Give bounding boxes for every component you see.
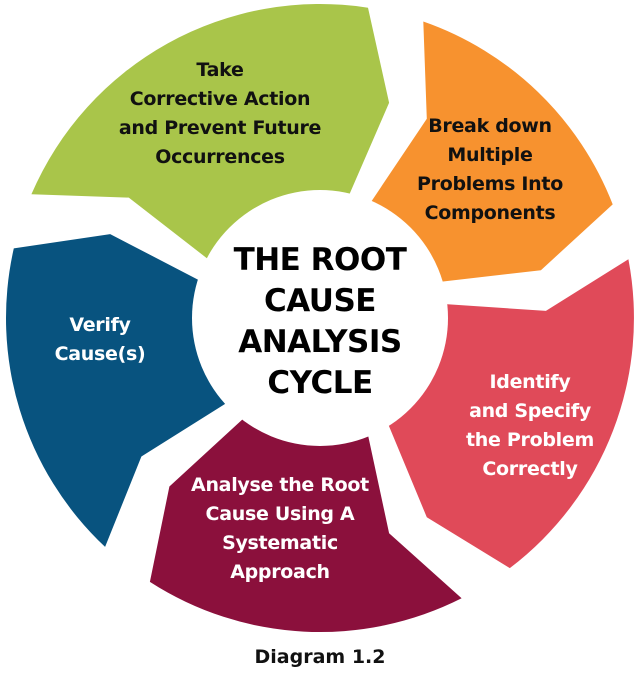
step-corrective-action-label: Take Corrective Action and Prevent Futur…	[100, 56, 340, 172]
label-line: Occurrences	[155, 146, 285, 168]
segment-break-down	[348, 21, 613, 287]
segment-analyse	[149, 392, 462, 633]
label-line: Corrective Action	[129, 88, 311, 110]
label-line: Verify	[69, 314, 131, 336]
label-line: Multiple	[447, 144, 533, 166]
label-line: Approach	[230, 561, 330, 583]
center-title-line: THE ROOT	[233, 242, 407, 278]
label-line: the Problem	[466, 429, 594, 451]
label-line: Correctly	[482, 458, 578, 480]
label-line: Components	[424, 202, 556, 224]
label-line: Identify	[489, 371, 571, 393]
cycle-ring	[5, 4, 634, 633]
center-title: THE ROOT CAUSE ANALYSIS CYCLE	[190, 240, 450, 404]
diagram-caption: Diagram 1.2	[254, 646, 386, 668]
label-line: Cause Using A	[205, 503, 355, 525]
label-line: Take	[196, 59, 244, 81]
label-line: Cause(s)	[54, 343, 146, 365]
label-line: Break down	[428, 115, 552, 137]
label-line: Analyse the Root	[191, 474, 369, 496]
center-title-line: CYCLE	[267, 365, 373, 401]
step-break-down-label: Break down Multiple Problems Into Compon…	[380, 112, 600, 228]
center-circle	[192, 190, 448, 446]
step-identify-label: Identify and Specify the Problem Correct…	[430, 368, 630, 484]
label-line: Systematic	[222, 532, 338, 554]
label-line: Problems Into	[417, 173, 563, 195]
label-line: and Prevent Future	[118, 117, 322, 139]
step-verify-label: Verify Cause(s)	[30, 311, 170, 369]
center-title-line: ANALYSIS	[238, 324, 402, 360]
label-line: and Specify	[469, 400, 591, 422]
step-analyse-label: Analyse the Root Cause Using A Systemati…	[160, 471, 400, 587]
center-title-line: CAUSE	[264, 283, 376, 319]
